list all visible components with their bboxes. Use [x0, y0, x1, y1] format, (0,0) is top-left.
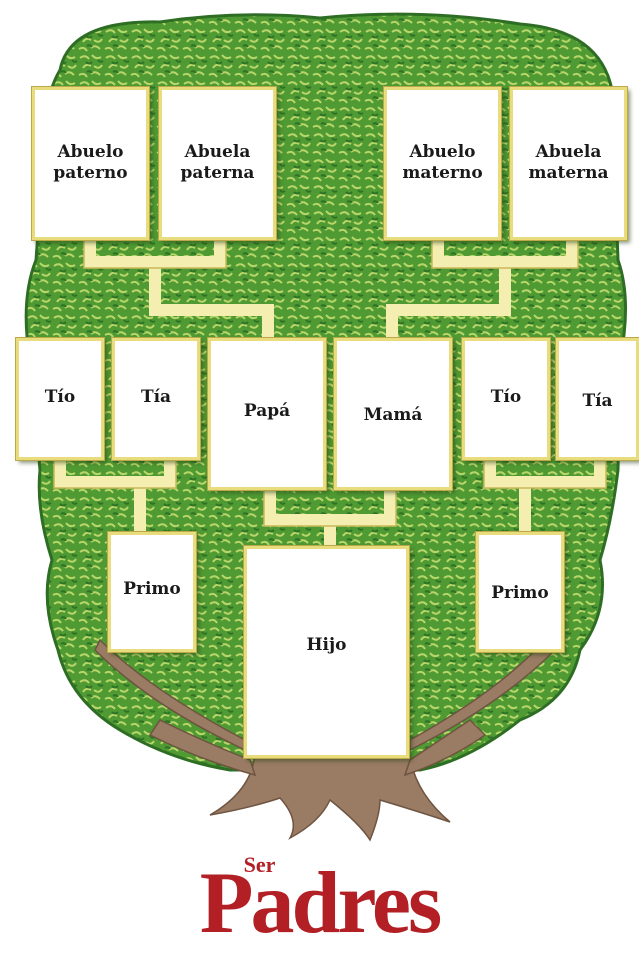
card-tia-right: Tía — [556, 338, 639, 460]
card-papa: Papá — [208, 338, 326, 490]
card-primo-right: Primo — [476, 532, 564, 652]
brand-logo: Padres — [0, 860, 639, 948]
card-primo-left: Primo — [108, 532, 196, 652]
card-abuelo-materno: Abuelo materno — [384, 87, 501, 240]
card-hijo: Hijo — [244, 546, 409, 758]
card-abuelo-paterno: Abuelo paterno — [32, 87, 149, 240]
card-mama: Mamá — [334, 338, 452, 490]
card-abuela-paterna: Abuela paterna — [159, 87, 276, 240]
card-abuela-materna: Abuela materna — [510, 87, 627, 240]
card-tio-left: Tío — [16, 338, 104, 460]
card-tio-right: Tío — [462, 338, 550, 460]
card-tia-left: Tía — [112, 338, 200, 460]
